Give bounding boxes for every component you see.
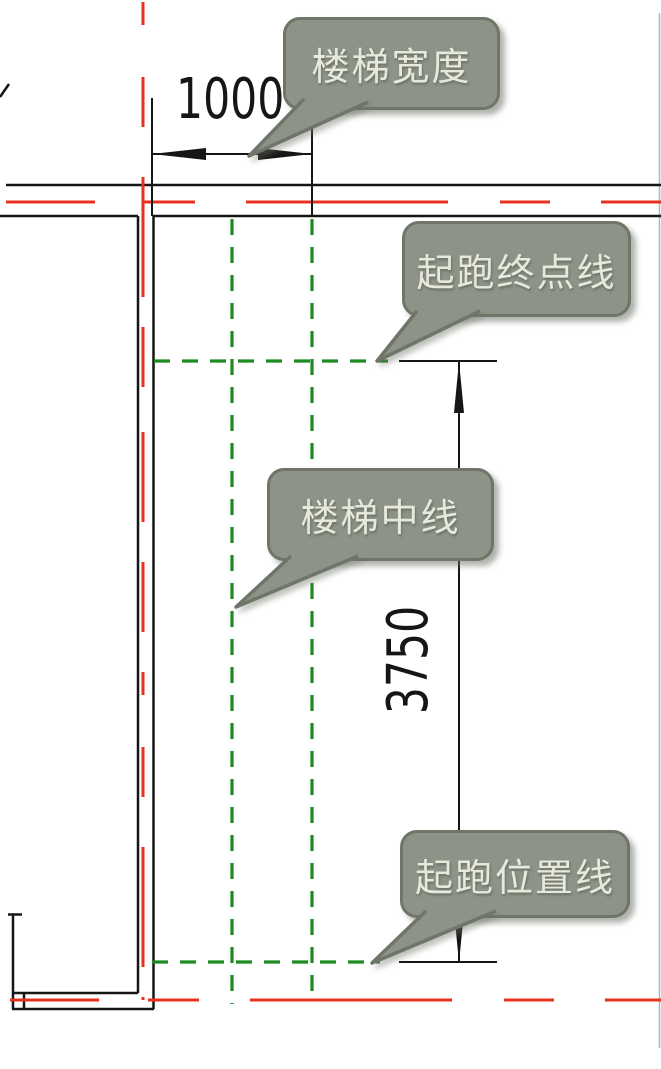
wall-lines	[0, 183, 661, 1011]
left-edge-tick	[0, 83, 11, 98]
callout-run-start-line: 起跑位置线	[400, 830, 630, 918]
callout-stair-center-line-label: 楼梯中线	[300, 496, 461, 540]
length-arrow-down-icon	[454, 911, 464, 963]
callout-stair-width-label: 楼梯宽度	[311, 45, 472, 89]
callout-stair-width: 楼梯宽度	[283, 17, 500, 110]
dimension-value-run-length: 3750	[376, 605, 441, 715]
dimension-value-stair-width: 1000	[176, 67, 285, 132]
callout-run-end-line: 起跑终点线	[402, 221, 631, 317]
callout-run-end-line-label: 起跑终点线	[416, 250, 617, 295]
width-arrow-left-icon	[152, 148, 206, 160]
callout-stair-center-line: 楼梯中线	[267, 468, 494, 561]
axis-centerlines	[6, 2, 661, 1002]
width-arrow-right-icon	[258, 148, 312, 160]
length-arrow-up-icon	[454, 361, 464, 413]
callout-run-start-line-label: 起跑位置线	[414, 855, 615, 900]
layout-guide-lines	[152, 219, 388, 1004]
